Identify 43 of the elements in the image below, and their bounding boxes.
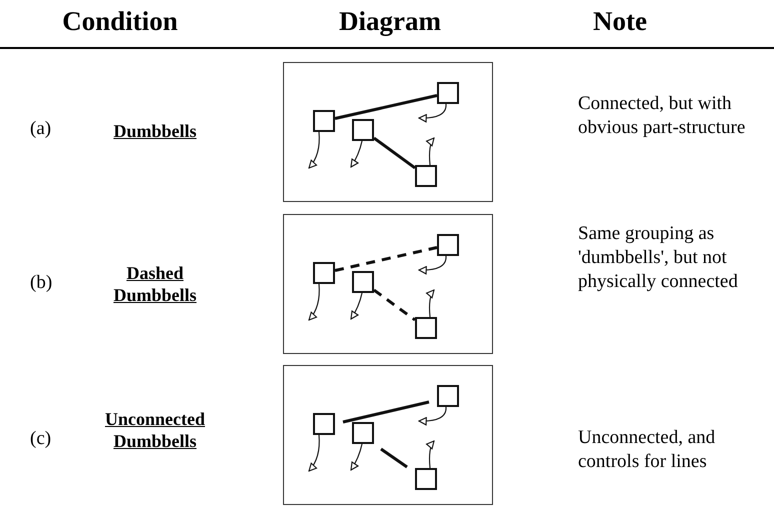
diagram-panel [283, 214, 493, 354]
diagram-panel [283, 365, 493, 505]
curved-arrow [308, 132, 320, 169]
connecting-line [373, 136, 416, 170]
note-text: Connected, but with obvious part-structure [578, 92, 746, 140]
note-text: Same grouping as 'dumbbells', but not physically connected [578, 222, 739, 294]
curved-arrow [426, 137, 435, 166]
connecting-line [334, 94, 438, 120]
curved-arrow [418, 407, 447, 426]
connecting-line [334, 246, 438, 272]
square-node [415, 165, 437, 187]
column-header: Note [592, 6, 648, 37]
condition-name: Dashed Dumbbells [112, 262, 198, 306]
curved-arrow [418, 104, 447, 122]
curved-arrow [426, 289, 435, 318]
square-node [437, 82, 459, 104]
curved-arrow [350, 444, 363, 471]
square-node [352, 271, 374, 293]
square-node [352, 422, 374, 444]
square-node [313, 110, 335, 132]
row-letter: (b) [30, 272, 52, 294]
square-node [313, 262, 335, 284]
curved-arrow [350, 140, 363, 168]
square-node [437, 385, 459, 407]
square-node [415, 317, 437, 339]
column-header: Condition [61, 6, 179, 37]
connecting-line [373, 288, 416, 322]
square-node [415, 468, 437, 490]
curved-arrow [426, 440, 435, 468]
square-node [313, 413, 335, 435]
row-letter: (c) [30, 428, 52, 450]
diagram-panel [283, 62, 493, 202]
square-node [352, 119, 374, 141]
curved-arrow [308, 434, 320, 472]
note-text: Unconnected, and controls for lines [578, 426, 716, 474]
row-letter: (a) [30, 118, 52, 140]
curved-arrow [418, 256, 447, 274]
curved-arrow [350, 292, 363, 320]
condition-name: Dumbbells [112, 120, 198, 142]
square-node [437, 234, 459, 256]
condition-name: Unconnected Dumbbells [104, 408, 206, 452]
curved-arrow [308, 284, 320, 321]
column-header: Diagram [338, 6, 442, 37]
